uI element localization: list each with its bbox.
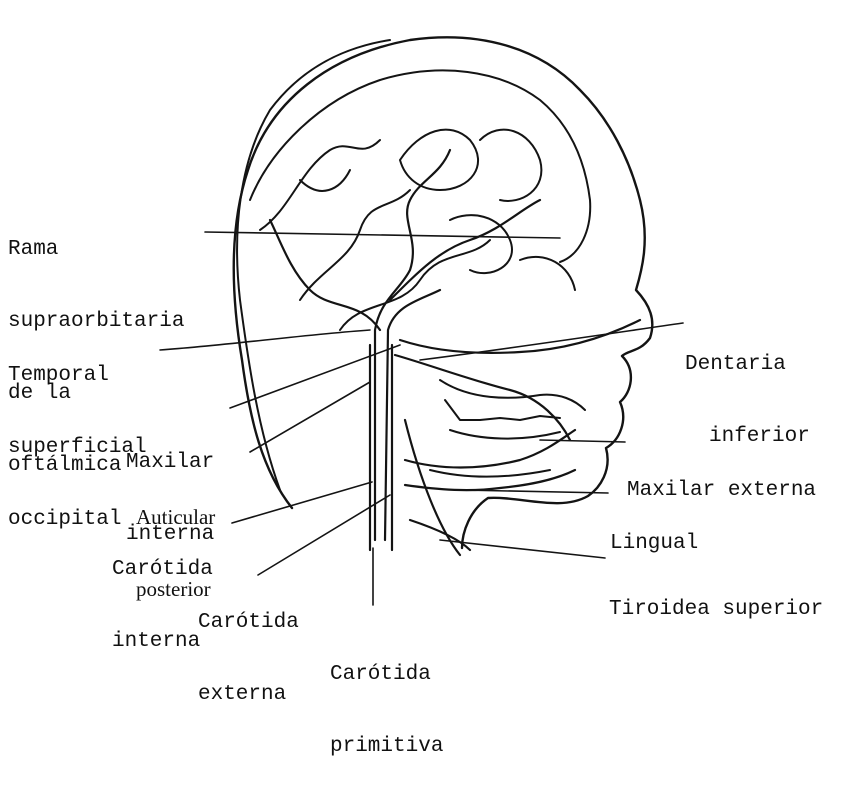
label-carotida-primitiva: Carótida primitiva [330,615,443,807]
head-outline [234,37,653,548]
label-tiroidea-superior: Tiroidea superior [609,550,823,670]
arterial-branches [270,150,640,550]
label-carotida-externa: Carótida externa [198,563,299,755]
neck-outline [370,345,460,555]
head-arteries-diagram: Rama supraorbitaria de la oftálmica Temp… [0,0,866,665]
scalp-outline [237,40,390,490]
